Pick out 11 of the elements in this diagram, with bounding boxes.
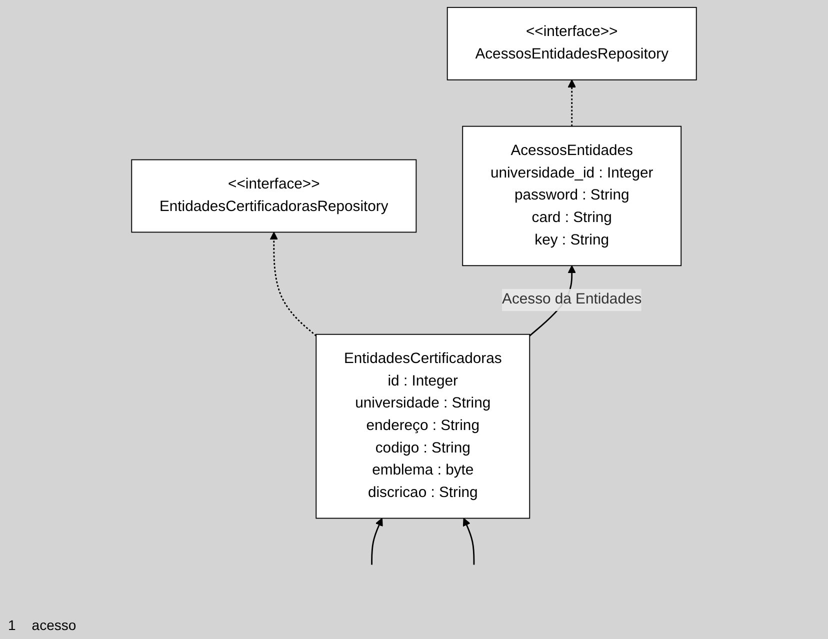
arrow	[568, 80, 576, 126]
node-box: <<interface>> AcessosEntidadesRepository	[446, 6, 697, 80]
node-box: <<interface>> EntidadesCertificadorasRepository	[131, 159, 417, 233]
node-box: EntidadesCertificadoras id : Integer universidade : String endereço : String codigo : String emblema : byte discricao : String	[316, 334, 530, 519]
node-box: AcessosEntidades universidade_id : Integer password : String card : String key : String	[462, 126, 682, 266]
multiplicity-label: acesso	[32, 617, 76, 633]
multiplicity-label: 1	[8, 617, 16, 633]
edge-label: Acesso da Entidades	[502, 292, 642, 308]
arrow	[371, 518, 383, 565]
arrow	[270, 232, 317, 336]
arrow	[462, 518, 475, 565]
